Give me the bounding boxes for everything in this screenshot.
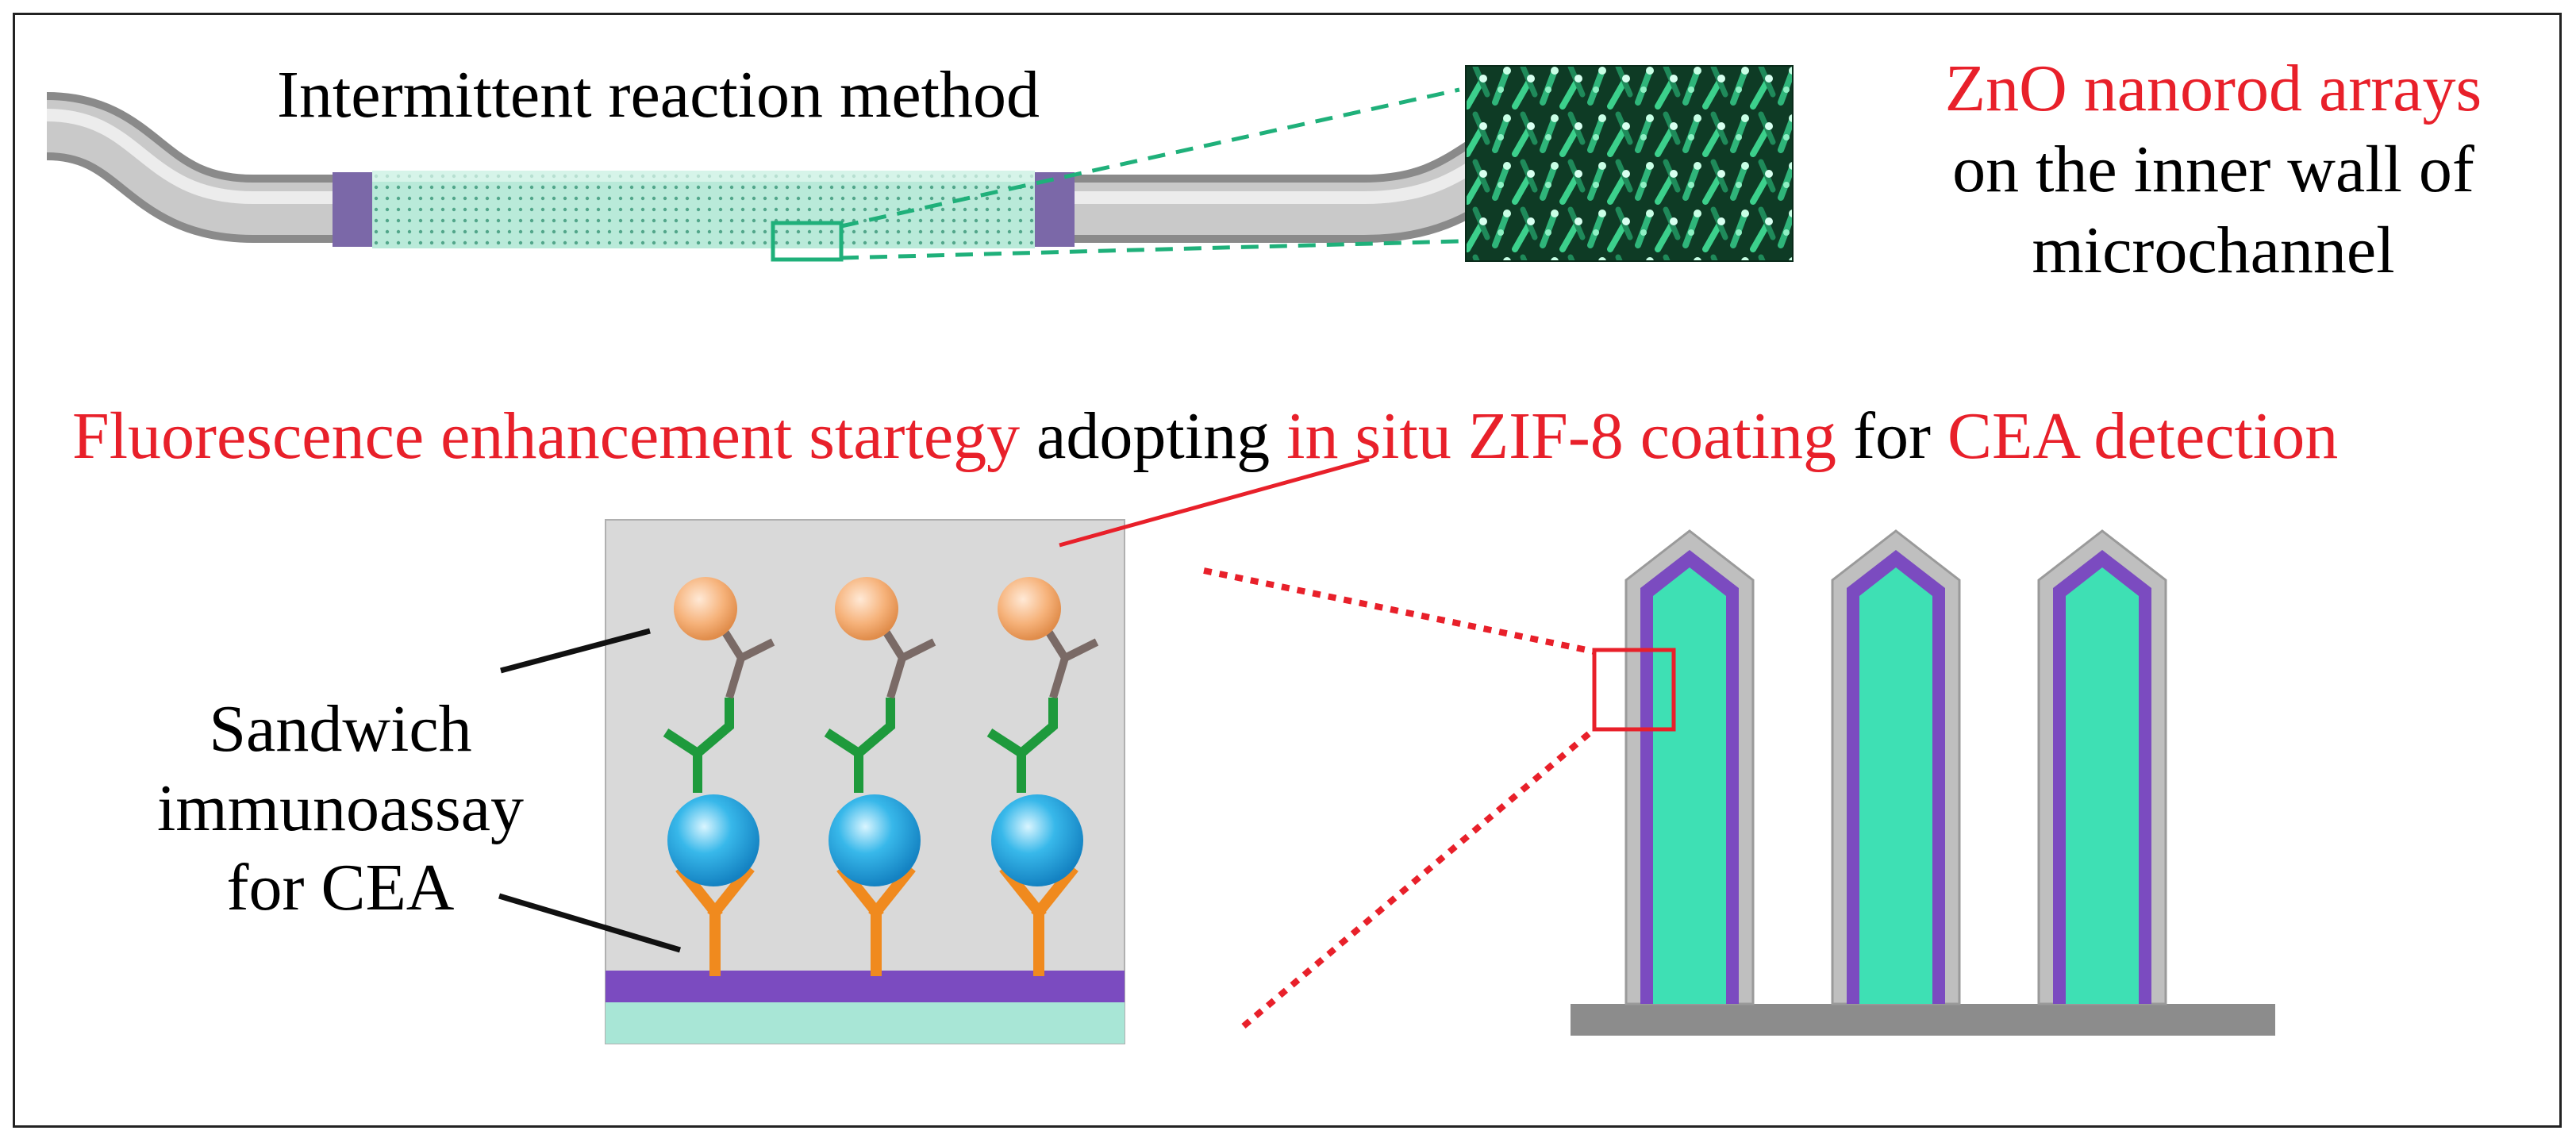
- diagram-art: [45, 65, 2275, 1044]
- nanorod-3: [2037, 529, 2167, 1005]
- antibody-complex-2: [824, 577, 936, 976]
- zoom-box-small: [771, 87, 1460, 262]
- strategy-heading: Fluorescence enhancement startegy adopti…: [72, 398, 2338, 475]
- strategy-part-1: Fluorescence enhancement startegy: [72, 399, 1021, 473]
- antibody-complex-3: [986, 577, 1099, 976]
- strategy-part-3: in situ ZIF-8 coating: [1286, 399, 1837, 473]
- sem-image: [1465, 65, 1794, 262]
- strategy-part-2: adopting: [1020, 399, 1287, 473]
- antibody-complex-1: [663, 577, 775, 976]
- sandwich-label-line3: for CEA: [226, 851, 455, 925]
- nanorod-1: [1624, 529, 1755, 1005]
- nanorod-substrate: [1571, 1004, 2275, 1036]
- sandwich-label-line1: Sandwich: [209, 692, 472, 766]
- strategy-part-4: for: [1836, 399, 1947, 473]
- sandwich-label: Sandwich immunoassay for CEA: [134, 690, 547, 928]
- panel-connector-line: [1059, 457, 1370, 548]
- nanorod-2: [1831, 529, 1961, 1005]
- zno-caption: ZnO nanorod arrays on the inner wall of …: [1864, 48, 2563, 291]
- zoom-box-red: [1203, 567, 1676, 1029]
- zno-caption-line1: ZnO nanorod arrays: [1944, 52, 2482, 125]
- method-title: Intermittent reaction method: [277, 58, 1040, 132]
- figure-frame: Intermittent reaction method ZnO nanorod…: [13, 13, 2562, 1128]
- sandwich-label-line2: immunoassay: [157, 771, 524, 845]
- sandwich-pointer-lines: [498, 628, 682, 953]
- zno-caption-line2: on the inner wall of: [1952, 133, 2474, 206]
- zno-coated-section: [333, 171, 1075, 248]
- strategy-part-5: CEA detection: [1947, 399, 2339, 473]
- zno-caption-line3: microchannel: [2032, 213, 2395, 287]
